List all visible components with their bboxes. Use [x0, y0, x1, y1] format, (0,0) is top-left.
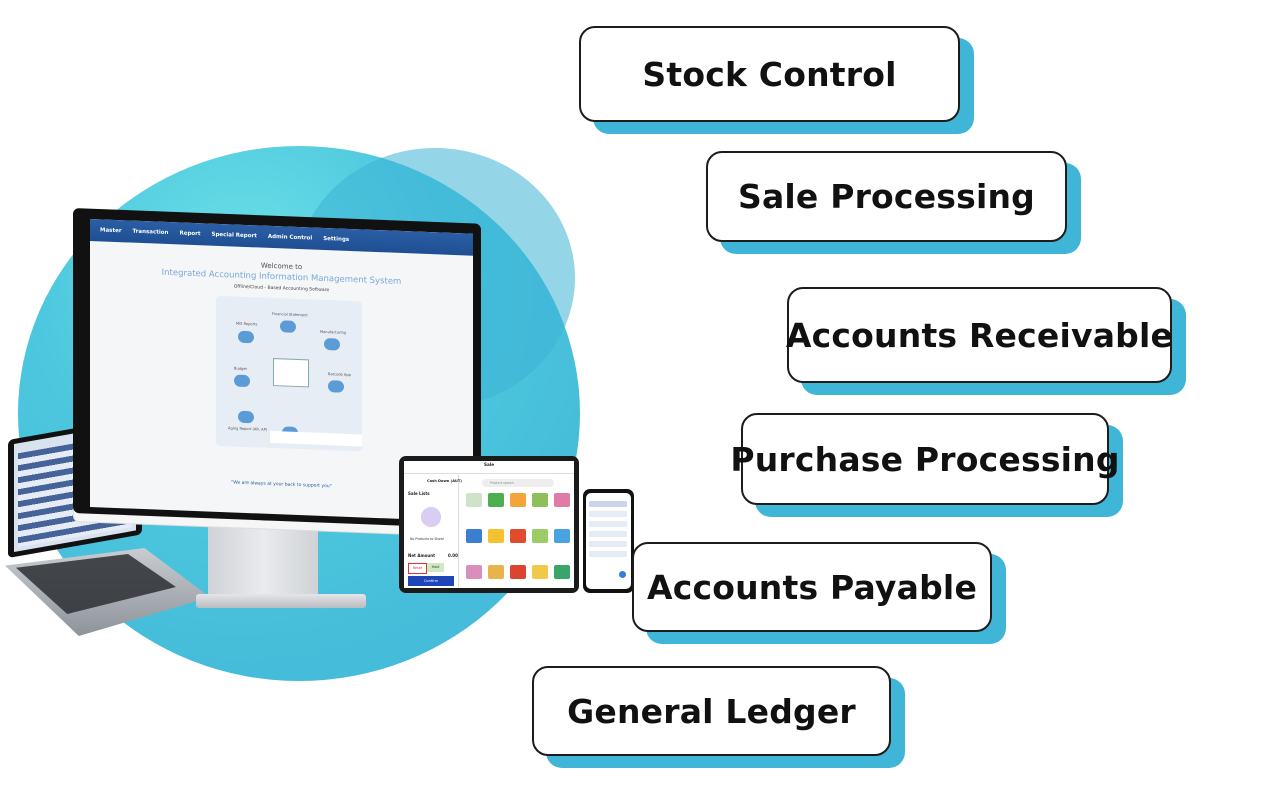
feature-label: Sale Processing [737, 177, 1035, 216]
monitor-stand-base [196, 594, 366, 608]
feature-accounts-receivable: Accounts Receivable [785, 287, 1186, 395]
cloud-icon [238, 330, 254, 344]
diagram-label: Financial Statement [272, 311, 308, 318]
cloud-icon [238, 410, 254, 424]
nav-item-special-report[interactable]: Special Report [211, 231, 257, 240]
feature-label: Accounts Receivable [785, 315, 1174, 355]
nav-item-transaction[interactable]: Transaction [132, 228, 169, 237]
list-item[interactable] [589, 551, 627, 557]
module-diagram: MIS Reports Financial Statement Manufact… [216, 295, 362, 452]
feature-sale-processing: Sale Processing [706, 151, 1081, 254]
phone-header [589, 501, 627, 507]
product-search-input[interactable]: Product search [482, 479, 554, 487]
software-screenshot [273, 358, 309, 388]
product-tile[interactable] [554, 493, 570, 507]
product-tile[interactable] [532, 529, 548, 543]
phone-device [583, 489, 634, 593]
pos-header: Sale [404, 461, 574, 474]
feature-label: Stock Control [642, 54, 897, 94]
product-tile[interactable] [532, 565, 548, 579]
list-item[interactable] [589, 511, 627, 517]
feature-label: Accounts Payable [646, 567, 978, 607]
pill-body: General Ledger [532, 666, 891, 756]
diagram-label: MIS Reports [236, 321, 258, 327]
pill-body: Stock Control [579, 26, 960, 122]
feature-accounts-payable: Accounts Payable [632, 542, 1006, 644]
pill-body: Accounts Payable [632, 542, 992, 632]
product-tile[interactable] [554, 565, 570, 579]
product-tile[interactable] [466, 493, 482, 507]
customer-name[interactable]: Cash Down (AUT) [427, 479, 462, 483]
feature-label: Purchase Processing [730, 439, 1120, 479]
diagram-label: Barcode App [328, 372, 351, 378]
pos-screen: Sale Cash Down (AUT) Sale Lists No Produ… [404, 461, 574, 588]
product-tile[interactable] [554, 529, 570, 543]
cloud-icon [328, 380, 344, 393]
product-tile[interactable] [466, 529, 482, 543]
pos-title: Sale [483, 462, 495, 467]
product-tile[interactable] [510, 565, 526, 579]
reset-button[interactable]: Reset [408, 563, 427, 574]
pill-body: Accounts Receivable [785, 287, 1174, 383]
hold-button[interactable]: Hold [427, 563, 444, 572]
nav-item-master[interactable]: Master [100, 227, 122, 235]
pill-body: Purchase Processing [730, 413, 1119, 505]
feature-general-ledger: General Ledger [532, 666, 905, 768]
pos-cart-panel [406, 475, 459, 587]
product-tile[interactable] [488, 493, 504, 507]
cloud-icon [324, 337, 340, 351]
sale-list-heading: Sale Lists [408, 491, 430, 496]
nav-item-admin-control[interactable]: Admin Control [267, 233, 313, 242]
cloud-icon [234, 374, 250, 388]
feature-label: General Ledger [567, 691, 856, 731]
product-grid [464, 491, 572, 587]
add-button[interactable] [619, 571, 626, 578]
feature-purchase-processing: Purchase Processing [730, 413, 1123, 517]
diagram-label: Manufacturing [320, 329, 347, 335]
nav-item-report[interactable]: Report [179, 230, 201, 238]
diagram-label: Aging Report (AR, AP) [228, 426, 268, 432]
empty-cart-illustration [412, 501, 450, 533]
product-tile[interactable] [488, 565, 504, 579]
empty-cart-text: No Products to Show! [410, 537, 445, 541]
pill-body: Sale Processing [706, 151, 1067, 242]
phone-screen [586, 493, 631, 589]
product-tile[interactable] [532, 493, 548, 507]
list-item[interactable] [589, 521, 627, 527]
product-tile[interactable] [510, 493, 526, 507]
product-tile[interactable] [466, 565, 482, 579]
diagram-label: Budget [234, 366, 247, 372]
cloud-icon [280, 320, 296, 333]
net-amount-label: Net Amount [408, 553, 435, 558]
nav-item-settings[interactable]: Settings [323, 235, 350, 243]
confirm-button[interactable]: Confirm [408, 576, 454, 586]
list-item[interactable] [589, 531, 627, 537]
tablet-device: Sale Cash Down (AUT) Sale Lists No Produ… [399, 456, 579, 593]
feature-stock-control: Stock Control [579, 26, 974, 134]
net-amount-value: 0.00 [448, 553, 458, 558]
product-tile[interactable] [488, 529, 504, 543]
product-tile[interactable] [510, 529, 526, 543]
list-item[interactable] [589, 541, 627, 547]
